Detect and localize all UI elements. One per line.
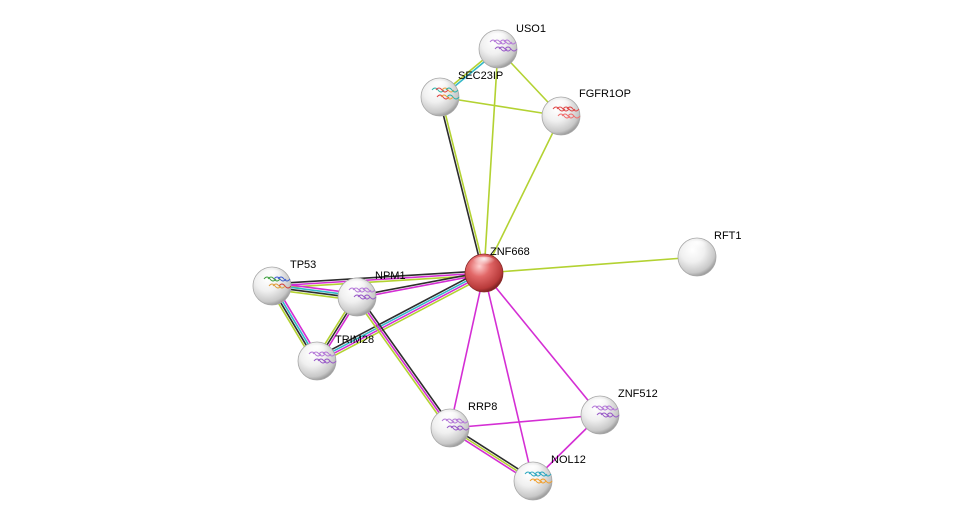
edge-line-coexpression	[438, 97, 484, 274]
node-znf512[interactable]: ZNF512	[580, 388, 658, 435]
edge-line-experiments	[356, 296, 451, 429]
node-znf668[interactable]: ZNF668	[464, 246, 530, 293]
node-highlight	[588, 398, 612, 411]
node-highlight	[486, 32, 510, 45]
edge-znf668-rrp8[interactable]	[449, 272, 485, 429]
edge-znf668-npm1[interactable]	[356, 271, 485, 299]
structure-stroke	[600, 412, 614, 418]
structure-stroke	[313, 358, 327, 364]
structure-stroke	[440, 94, 454, 100]
edge-line-textmining	[483, 115, 562, 274]
node-trim28[interactable]: TRIM28	[297, 334, 374, 381]
edge-line-experiments	[449, 272, 485, 429]
edge-line-experiments	[317, 273, 485, 363]
edge-znf668-fgfr1op[interactable]	[483, 115, 562, 274]
edge-line-coexpression	[271, 270, 484, 285]
edge-rrp8-znf512[interactable]	[449, 414, 601, 429]
edge-line-textmining	[483, 48, 499, 274]
structure-stroke	[268, 283, 282, 289]
edge-znf668-sec23ip[interactable]	[438, 96, 486, 274]
node-label-sec23ip: SEC23IP	[458, 70, 503, 82]
structure-stroke	[357, 294, 371, 300]
edge-line-textmining	[440, 96, 486, 273]
node-label-rft1: RFT1	[714, 230, 742, 242]
structure-stroke	[272, 283, 286, 289]
structure-stroke	[450, 425, 464, 431]
node-label-trim28: TRIM28	[335, 334, 374, 346]
structure-stroke	[557, 113, 571, 119]
node-highlight	[305, 344, 329, 357]
node-highlight	[685, 240, 709, 253]
edge-line-experiments	[483, 272, 534, 482]
edge-sec23ip-fgfr1op[interactable]	[439, 96, 562, 117]
edge-znf668-znf512[interactable]	[483, 272, 601, 416]
node-label-znf668: ZNF668	[490, 246, 530, 258]
node-npm1[interactable]: NPM1	[337, 270, 406, 317]
node-rft1[interactable]: RFT1	[677, 230, 742, 277]
edge-znf668-rft1[interactable]	[483, 256, 698, 274]
edge-line-experiments	[271, 272, 485, 287]
structure-stroke	[446, 425, 460, 431]
edge-znf668-uso1[interactable]	[483, 48, 499, 274]
structure-stroke	[529, 478, 543, 484]
node-highlight	[345, 280, 369, 293]
node-highlight	[472, 256, 496, 269]
node-label-npm1: NPM1	[375, 270, 406, 282]
edge-znf668-nol12[interactable]	[483, 272, 534, 482]
edge-line-textmining	[318, 275, 486, 365]
node-tp53[interactable]: TP53	[252, 259, 316, 306]
edge-line-coexpression	[315, 269, 483, 359]
edge-line-textmining	[272, 274, 485, 289]
node-label-uso1: USO1	[516, 23, 546, 35]
node-highlight	[260, 269, 284, 282]
node-label-rrp8: RRP8	[468, 401, 497, 413]
edge-line-textmining	[483, 256, 698, 274]
edge-line-experiments	[483, 272, 601, 416]
node-uso1[interactable]: USO1	[478, 23, 546, 69]
node-label-tp53: TP53	[290, 259, 316, 271]
node-rrp8[interactable]: RRP8	[430, 401, 497, 448]
structure-stroke	[353, 294, 367, 300]
node-highlight	[521, 464, 545, 477]
structure-stroke	[533, 478, 547, 484]
node-highlight	[549, 99, 573, 112]
node-nol12[interactable]: NOL12	[513, 454, 586, 501]
edge-line-experiments	[357, 273, 485, 299]
node-label-znf512: ZNF512	[618, 388, 658, 400]
edge-line-textmining	[439, 96, 562, 117]
structure-stroke	[436, 94, 450, 100]
structure-stroke	[596, 412, 610, 418]
structure-stroke	[498, 46, 512, 52]
edge-line-experiments	[449, 414, 601, 429]
structure-stroke	[561, 113, 575, 119]
node-label-nol12: NOL12	[551, 454, 586, 466]
node-label-fgfr1op: FGFR1OP	[579, 88, 631, 100]
edge-line-coexpression	[356, 271, 484, 297]
node-highlight	[428, 80, 452, 93]
node-fgfr1op[interactable]: FGFR1OP	[541, 88, 631, 136]
edge-line-database	[316, 271, 484, 361]
edge-line-textmining	[354, 297, 449, 430]
structure-stroke	[317, 358, 331, 364]
edge-npm1-rrp8[interactable]	[354, 295, 453, 430]
node-sec23ip[interactable]: SEC23IP	[420, 70, 503, 117]
node-highlight	[438, 411, 462, 424]
edge-line-coexpression	[358, 295, 453, 428]
edge-znf668-trim28[interactable]	[315, 269, 486, 365]
structure-stroke	[494, 46, 508, 52]
edge-znf668-tp53[interactable]	[271, 270, 485, 289]
